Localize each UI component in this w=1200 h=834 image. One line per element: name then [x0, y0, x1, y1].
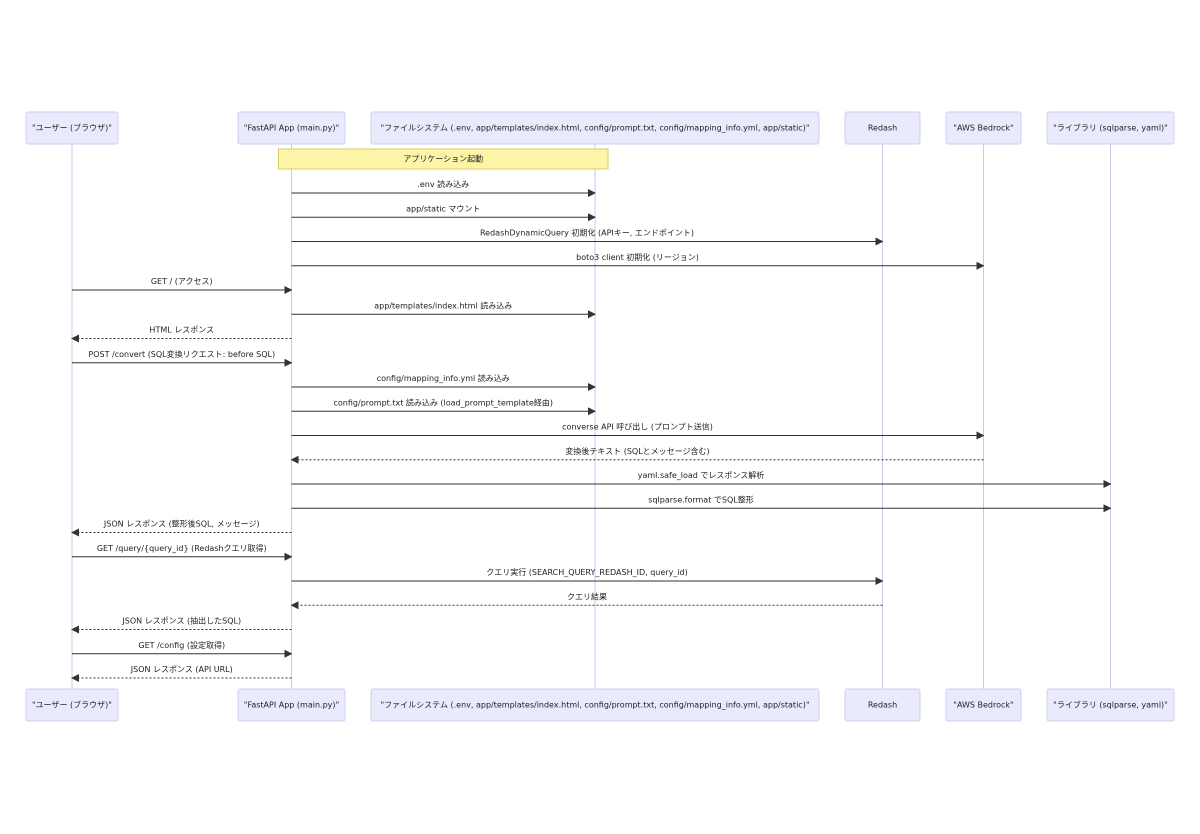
participant-box: [844, 688, 921, 722]
message-label: RedashDynamicQuery 初期化 (APIキー, エンドポイント): [480, 228, 694, 238]
participant-label: "ユーザー (ブラウザ)": [32, 123, 112, 133]
participant-user-top: "ユーザー (ブラウザ)": [25, 111, 119, 145]
message-label: POST /convert (SQL変換リクエスト: before SQL): [88, 349, 275, 359]
participant-box: [237, 688, 346, 722]
message-label: config/mapping_info.yml 読み込み: [377, 373, 510, 383]
participant-box: [25, 688, 119, 722]
participant-label: "FastAPI App (main.py)": [244, 701, 339, 710]
message-label: 変換後テキスト (SQLとメッセージ含む): [565, 446, 709, 456]
message-9: config/mapping_info.yml 読み込み: [291, 373, 596, 391]
note-text: アプリケーション起動: [403, 155, 483, 164]
message-16: GET /query/{query_id} (Redashクエリ取得): [72, 543, 293, 561]
participant-app-bottom: "FastAPI App (main.py)": [237, 688, 346, 722]
note-layer: アプリケーション起動: [278, 148, 609, 170]
participant-label: "ライブラリ (sqlparse, yaml)": [1053, 123, 1168, 133]
participant-lib-bottom: "ライブラリ (sqlparse, yaml)": [1046, 688, 1175, 722]
message-label: sqlparse.format でSQL整形: [648, 494, 753, 504]
message-label: GET /query/{query_id} (Redashクエリ取得): [97, 543, 267, 553]
participant-box: [844, 111, 921, 145]
message-label: クエリ実行 (SEARCH_QUERY_REDASH_ID, query_id): [486, 567, 688, 577]
message-2: app/static マウント: [291, 204, 596, 222]
participant-label: "ファイルシステム (.env, app/templates/index.htm…: [381, 701, 810, 710]
participant-box: [945, 111, 1022, 145]
message-label: JSON レスポンス (抽出したSQL): [121, 616, 241, 626]
participant-label: "AWS Bedrock": [953, 701, 1013, 710]
participant-box: [1046, 688, 1175, 722]
participant-label: Redash: [868, 124, 897, 133]
message-label: boto3 client 初期化 (リージョン): [576, 252, 699, 262]
message-label: HTML レスポンス: [149, 326, 214, 335]
participant-redash-top: Redash: [844, 111, 921, 145]
message-21: JSON レスポンス (API URL): [71, 665, 292, 682]
participant-box: [237, 111, 346, 145]
message-label: yaml.safe_load でレスポンス解析: [638, 470, 764, 480]
message-label: app/templates/index.html 読み込み: [374, 300, 512, 310]
message-label: .env 読み込み: [417, 179, 469, 189]
message-label: JSON レスポンス (API URL): [130, 665, 233, 674]
note-box: [278, 148, 609, 170]
message-label: クエリ結果: [567, 591, 607, 601]
participant-bedrock-bottom: "AWS Bedrock": [945, 688, 1022, 722]
message-10: config/prompt.txt 読み込み (load_prompt_temp…: [291, 397, 596, 416]
message-8: POST /convert (SQL変換リクエスト: before SQL): [72, 349, 293, 367]
message-13: yaml.safe_load でレスポンス解析: [291, 470, 1112, 488]
participant-bedrock-top: "AWS Bedrock": [945, 111, 1022, 145]
participant-label: "AWS Bedrock": [953, 124, 1013, 133]
lifelines: [71, 144, 1111, 689]
participant-label: "ユーザー (ブラウザ)": [32, 700, 112, 710]
message-3: RedashDynamicQuery 初期化 (APIキー, エンドポイント): [291, 228, 884, 246]
message-label: JSON レスポンス (整形後SQL, メッセージ): [103, 519, 260, 529]
message-7: HTML レスポンス: [71, 326, 292, 343]
message-label: app/static マウント: [406, 204, 480, 213]
participant-box: [370, 111, 820, 145]
participants-bottom: "ユーザー (ブラウザ)" "FastAPI App (main.py)" "ファイ…: [25, 688, 1175, 722]
message-12: 変換後テキスト (SQLとメッセージ含む): [290, 446, 984, 464]
participant-label: "ライブラリ (sqlparse, yaml)": [1053, 700, 1168, 710]
participant-box: [370, 688, 820, 722]
message-label: converse API 呼び出し (プロンプト送信): [562, 422, 713, 432]
participants-top: "ユーザー (ブラウザ)" "FastAPI App (main.py)" "ファイ…: [25, 111, 1175, 145]
participant-redash-bottom: Redash: [844, 688, 921, 722]
message-label: GET / (アクセス): [151, 277, 213, 286]
message-18: クエリ結果: [290, 591, 883, 610]
participant-fs-top: "ファイルシステム (.env, app/templates/index.htm…: [370, 111, 820, 145]
participant-box: [25, 111, 119, 145]
participant-label: Redash: [868, 701, 897, 710]
participant-label: "FastAPI App (main.py)": [244, 124, 339, 133]
message-20: GET /config (設定取得): [72, 640, 293, 658]
message-label: GET /config (設定取得): [138, 640, 225, 650]
participant-label: "ファイルシステム (.env, app/templates/index.htm…: [381, 124, 810, 133]
participant-lib-top: "ライブラリ (sqlparse, yaml)": [1046, 111, 1175, 145]
messages: .env 読み込み app/static マウント RedashDynamicQue…: [71, 179, 1112, 682]
participant-box: [1046, 111, 1175, 145]
participant-box: [945, 688, 1022, 722]
participant-user-bottom: "ユーザー (ブラウザ)": [25, 688, 119, 722]
message-6: app/templates/index.html 読み込み: [291, 300, 596, 319]
participant-app-top: "FastAPI App (main.py)": [237, 111, 346, 145]
message-11: converse API 呼び出し (プロンプト送信): [291, 422, 985, 440]
participant-fs-bottom: "ファイルシステム (.env, app/templates/index.htm…: [370, 688, 820, 722]
message-19: JSON レスポンス (抽出したSQL): [71, 616, 292, 634]
message-1: .env 読み込み: [291, 179, 596, 197]
note: アプリケーション起動: [278, 148, 609, 170]
message-label: config/prompt.txt 読み込み (load_prompt_temp…: [334, 397, 553, 407]
message-4: boto3 client 初期化 (リージョン): [291, 252, 985, 270]
message-15: JSON レスポンス (整形後SQL, メッセージ): [71, 519, 292, 537]
message-14: sqlparse.format でSQL整形: [291, 494, 1112, 513]
message-5: GET / (アクセス): [72, 277, 293, 294]
message-17: クエリ実行 (SEARCH_QUERY_REDASH_ID, query_id): [291, 567, 884, 585]
